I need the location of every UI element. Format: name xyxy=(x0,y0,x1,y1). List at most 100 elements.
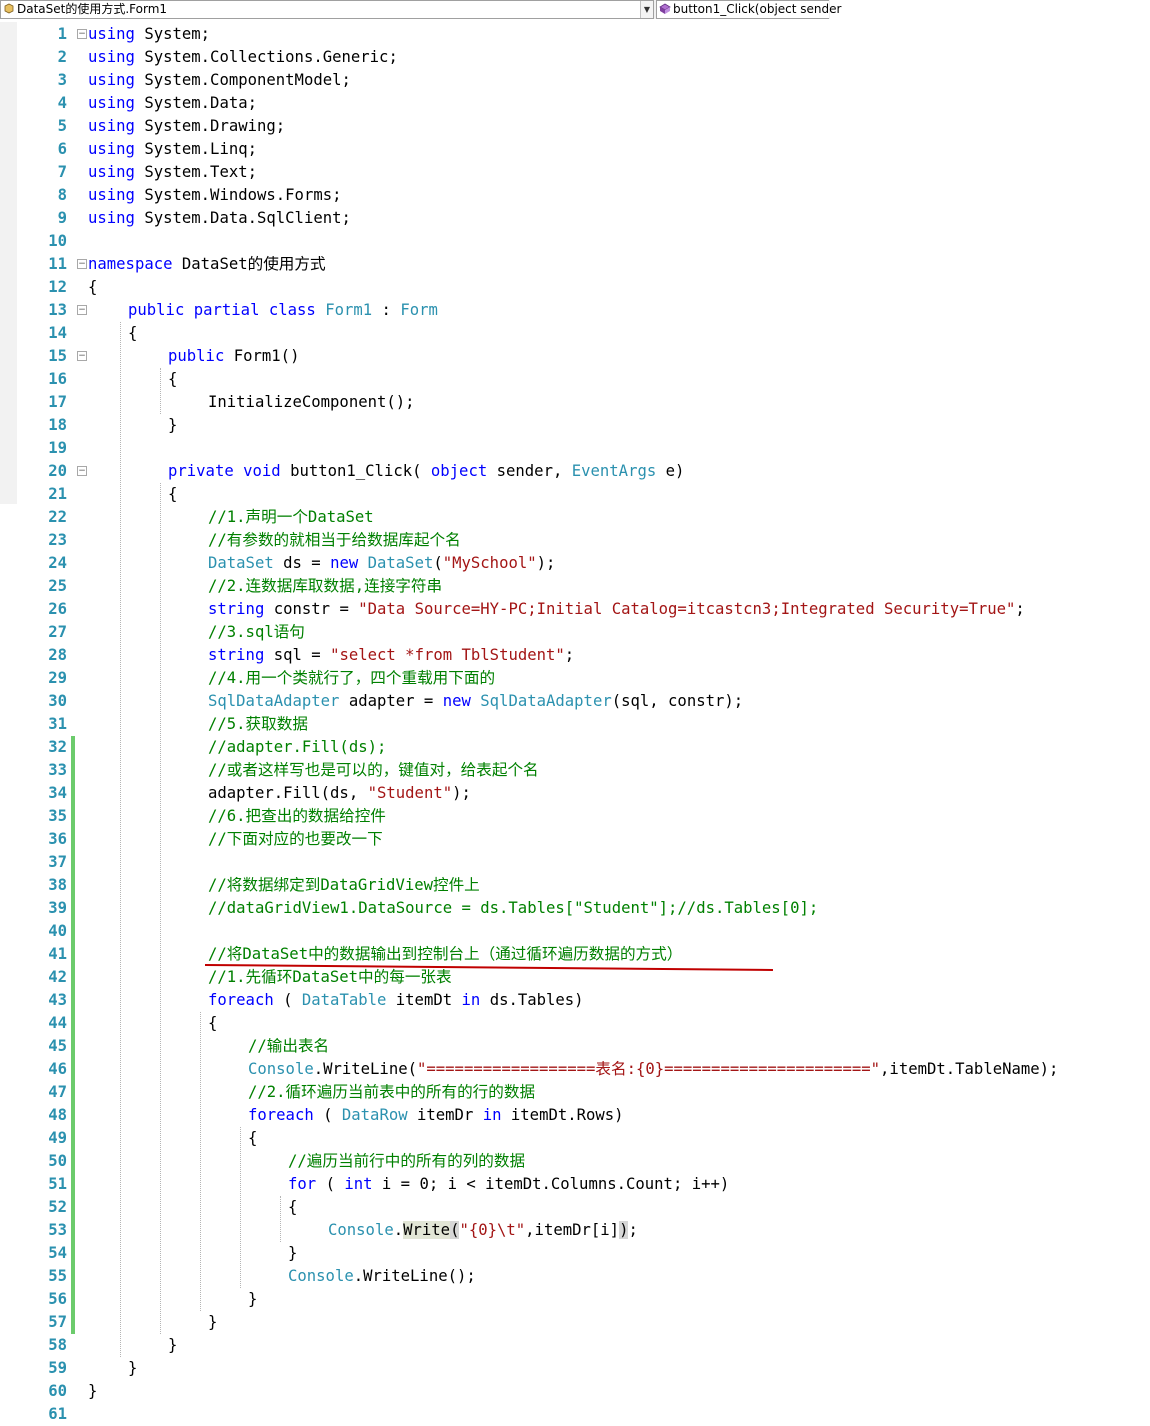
code-text: //6.把查出的数据给控件 xyxy=(208,805,386,828)
code-line[interactable]: 25//2.连数据库取数据,连接字符串 xyxy=(0,575,1150,598)
code-line[interactable]: 20−private void button1_Click( object se… xyxy=(0,460,1150,483)
code-line[interactable]: 44{ xyxy=(0,1012,1150,1035)
code-token: "{0}\t" xyxy=(459,1221,526,1239)
code-line[interactable]: 32//adapter.Fill(ds); xyxy=(0,736,1150,759)
code-line[interactable]: 61 xyxy=(0,1403,1150,1426)
code-line[interactable]: 23//有参数的就相当于给数据库起个名 xyxy=(0,529,1150,552)
code-line[interactable]: 59} xyxy=(0,1357,1150,1380)
line-number: 30 xyxy=(48,692,67,710)
code-line[interactable]: 14{ xyxy=(0,322,1150,345)
code-line[interactable]: 40 xyxy=(0,920,1150,943)
member-dropdown[interactable]: button1_Click(object sender xyxy=(656,0,841,19)
code-line[interactable]: 57} xyxy=(0,1311,1150,1334)
code-token: SqlDataAdapter xyxy=(480,692,612,710)
code-line[interactable]: 19 xyxy=(0,437,1150,460)
code-token: "select *from TblStudent" xyxy=(330,646,565,664)
code-line[interactable]: 22//1.声明一个DataSet xyxy=(0,506,1150,529)
collapse-icon[interactable]: − xyxy=(77,305,87,315)
code-token: Form1() xyxy=(233,347,300,365)
code-line[interactable]: 42//1.先循环DataSet中的每一张表 xyxy=(0,966,1150,989)
code-line[interactable]: 31//5.获取数据 xyxy=(0,713,1150,736)
line-number: 5 xyxy=(57,117,67,135)
collapse-icon[interactable]: − xyxy=(77,351,87,361)
code-text: using System; xyxy=(88,23,210,46)
code-line[interactable]: 12{ xyxy=(0,276,1150,299)
code-token: System.Text; xyxy=(144,163,258,181)
code-line[interactable]: 21{ xyxy=(0,483,1150,506)
code-token: in xyxy=(461,991,481,1009)
code-token: "Student" xyxy=(367,784,453,802)
code-token: { xyxy=(88,278,98,296)
code-token: : xyxy=(381,301,391,319)
code-token: using xyxy=(88,117,135,135)
code-line[interactable]: 29//4.用一个类就行了，四个重载用下面的 xyxy=(0,667,1150,690)
code-line[interactable]: 18} xyxy=(0,414,1150,437)
code-text: using System.Data.SqlClient; xyxy=(88,207,351,230)
code-line[interactable]: 37 xyxy=(0,851,1150,874)
code-line[interactable]: 1−using System; xyxy=(0,23,1150,46)
code-token: Form xyxy=(400,301,438,319)
code-line[interactable]: 60} xyxy=(0,1380,1150,1403)
code-line[interactable]: 10 xyxy=(0,230,1150,253)
code-line[interactable]: 52{ xyxy=(0,1196,1150,1219)
code-token: using xyxy=(88,209,135,227)
code-line[interactable]: 27//3.sql语句 xyxy=(0,621,1150,644)
change-indicator xyxy=(71,1035,75,1058)
code-text: { xyxy=(208,1012,217,1035)
code-line[interactable]: 33//或者这样写也是可以的，键值对，给表起个名 xyxy=(0,759,1150,782)
code-token: } xyxy=(88,1382,98,1400)
code-line[interactable]: 45//输出表名 xyxy=(0,1035,1150,1058)
code-line[interactable]: 41//将DataSet中的数据输出到控制台上（通过循环遍历数据的方式） xyxy=(0,943,1150,966)
code-line[interactable]: 58} xyxy=(0,1334,1150,1357)
chevron-down-icon[interactable]: ▼ xyxy=(640,1,653,18)
code-text: //dataGridView1.DataSource = ds.Tables["… xyxy=(208,897,818,920)
code-token: Console xyxy=(328,1221,394,1239)
code-line[interactable]: 39//dataGridView1.DataSource = ds.Tables… xyxy=(0,897,1150,920)
class-dropdown[interactable]: DataSet的使用方式.Form1 ▼ xyxy=(0,0,654,19)
code-line[interactable]: 50//遍历当前行中的所有的列的数据 xyxy=(0,1150,1150,1173)
code-line[interactable]: 49{ xyxy=(0,1127,1150,1150)
code-line[interactable]: 16{ xyxy=(0,368,1150,391)
code-line[interactable]: 35//6.把查出的数据给控件 xyxy=(0,805,1150,828)
collapse-icon[interactable]: − xyxy=(77,259,87,269)
code-line[interactable]: 15−public Form1() xyxy=(0,345,1150,368)
line-number: 24 xyxy=(48,554,67,572)
code-token: System.Linq; xyxy=(144,140,258,158)
code-line[interactable]: 54} xyxy=(0,1242,1150,1265)
code-line[interactable]: 47//2.循环遍历当前表中的所有的行的数据 xyxy=(0,1081,1150,1104)
code-line[interactable]: 38//将数据绑定到DataGridView控件上 xyxy=(0,874,1150,897)
collapse-icon[interactable]: − xyxy=(77,29,87,39)
code-token: for xyxy=(288,1175,317,1193)
collapse-icon[interactable]: − xyxy=(77,466,87,476)
code-line[interactable]: 13−public partial class Form1 : Form xyxy=(0,299,1150,322)
code-line[interactable]: 36//下面对应的也要改一下 xyxy=(0,828,1150,851)
code-text: } xyxy=(208,1311,217,1334)
line-number: 23 xyxy=(48,531,67,549)
code-line[interactable]: 56} xyxy=(0,1288,1150,1311)
code-token: ; xyxy=(564,646,575,664)
line-number: 59 xyxy=(48,1359,67,1377)
code-token: { xyxy=(248,1129,258,1147)
code-line[interactable]: 11−namespace DataSet的使用方式 xyxy=(0,253,1150,276)
